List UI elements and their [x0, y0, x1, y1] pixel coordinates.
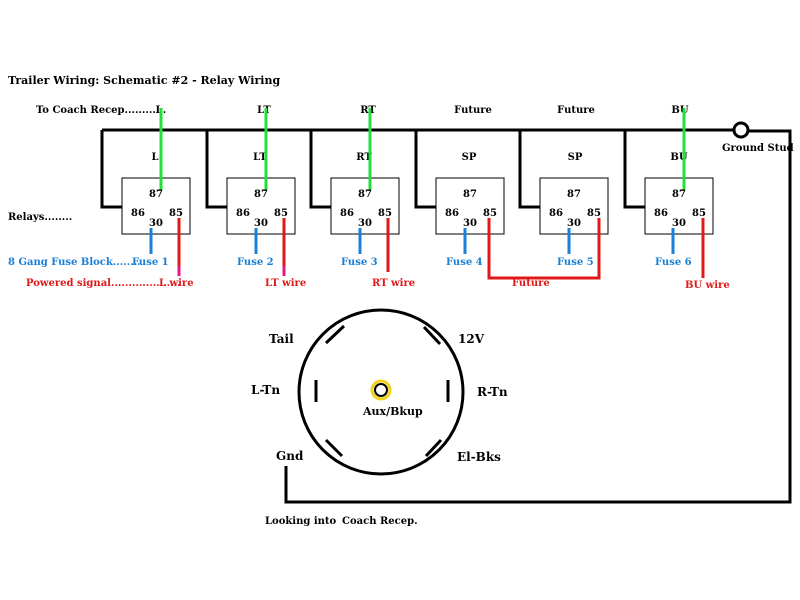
relay-4-ground-wire	[414, 130, 436, 209]
relay-2-name: LT	[253, 152, 267, 163]
label-r-turn: R-Tn	[477, 385, 508, 399]
relay-6-top-label: BU	[671, 105, 688, 116]
relay-6-fuse-label: Fuse 6	[655, 257, 692, 268]
relay-6-ground-wire	[623, 130, 645, 209]
label-ground: Gnd	[276, 449, 304, 463]
relay-5: Future SP 87 86 85 30 Fuse 5	[518, 105, 609, 268]
label-12v: 12V	[458, 332, 485, 346]
pin-tail	[324, 324, 346, 345]
relay-1-fuse-label: Fuse 1	[132, 257, 169, 268]
powered-signal-label: Powered signal....................	[26, 278, 181, 289]
relay-6-name: BU	[670, 152, 687, 163]
ground-return-wire	[284, 129, 792, 504]
relay-2-wire-label: LT wire	[265, 278, 306, 289]
relay-1-top-label: L	[155, 105, 162, 116]
ground-stud-label: Ground Stud	[722, 143, 794, 154]
relay-6-pin-85: 85	[692, 208, 706, 219]
label-tail: Tail	[269, 332, 294, 346]
relay-6-pin-86: 86	[654, 208, 668, 219]
relay-4-top-label: Future	[454, 105, 492, 116]
schematic-title: Trailer Wiring: Schematic #2 - Relay Wir…	[8, 74, 280, 87]
relay-4-box	[435, 177, 505, 235]
relay-5-pin-85: 85	[587, 208, 601, 219]
relay-3-wire-label: RT wire	[372, 278, 415, 289]
relay-2-fuse-label: Fuse 2	[237, 257, 274, 268]
relay-1: L L 87 86 85 30 Fuse 1 L wire	[100, 105, 194, 289]
relay-5-pin-30: 30	[567, 218, 581, 229]
label-l-turn: L-Tn	[251, 383, 280, 397]
relay-6-wire-label: BU wire	[685, 280, 730, 291]
relay-4-fuse-label: Fuse 4	[446, 257, 483, 268]
pin-ground	[324, 438, 344, 458]
pin-aux	[374, 383, 388, 397]
relay-2-top-label: LT	[257, 105, 271, 116]
relay-2-pin-85: 85	[274, 208, 288, 219]
relay-1-name: L	[151, 152, 158, 163]
relay-4: Future SP 87 86 85 30 Fuse 4	[414, 105, 505, 268]
relay-4-pin-30: 30	[463, 218, 477, 229]
relay-3-pin-30: 30	[358, 218, 372, 229]
relay-5-name: SP	[568, 152, 583, 163]
label-aux-backup: Aux/Bkup	[362, 405, 423, 418]
relay-3-pin-85: 85	[378, 208, 392, 219]
relay-1-pin-86: 86	[131, 208, 145, 219]
to-coach-label: To Coach Recep............	[36, 105, 166, 116]
relay-3-pin-86: 86	[340, 208, 354, 219]
relay-6: BU BU 87 86 85 30 Fuse 6 BU wire	[623, 105, 730, 291]
relay-4-pin-87: 87	[463, 189, 477, 200]
relay-2-pin-30: 30	[254, 218, 268, 229]
future-wire-label: Future	[512, 278, 550, 289]
relay-4-pin-86: 86	[445, 208, 459, 219]
relay-3: RT RT 87 86 85 30 Fuse 3 RT wire	[309, 105, 415, 289]
label-electric-brakes: El-Bks	[457, 450, 501, 464]
relay-4-pin-85: 85	[483, 208, 497, 219]
relays-label: Relays........	[8, 212, 72, 223]
relay-6-pin-87: 87	[672, 189, 686, 200]
future-power-wire	[487, 218, 601, 280]
relay-2: LT LT 87 86 85 30 Fuse 2 LT wire	[205, 105, 306, 289]
relay-5-ground-wire	[518, 130, 540, 209]
relay-3-ground-wire	[309, 130, 331, 209]
relay-3-top-label: RT	[360, 105, 376, 116]
ground-stud	[732, 121, 750, 139]
relay-1-pin-30: 30	[149, 218, 163, 229]
relay-5-top-label: Future	[557, 105, 595, 116]
label-looking-into: Looking into	[265, 516, 337, 527]
relay-3-name: RT	[356, 152, 372, 163]
pin-electric-brakes	[424, 438, 443, 458]
relay-1-pin-85: 85	[169, 208, 183, 219]
label-coach-recep: Coach Recep.	[342, 516, 418, 527]
trailer-connector: Tail 12V L-Tn R-Tn Aux/Bkup Gnd El-Bks L…	[251, 308, 508, 527]
relay-3-pin-87: 87	[358, 189, 372, 200]
relay-1-wire-label: L wire	[159, 278, 194, 289]
relay-6-pin-30: 30	[672, 218, 686, 229]
relay-2-pin-87: 87	[254, 189, 268, 200]
relay-5-box	[539, 177, 609, 235]
relay-5-pin-87: 87	[567, 189, 581, 200]
relay-2-ground-wire	[205, 130, 227, 209]
relay-3-fuse-label: Fuse 3	[341, 257, 378, 268]
relay-5-fuse-label: Fuse 5	[557, 257, 594, 268]
relay-2-pin-86: 86	[236, 208, 250, 219]
relay-1-pin-87: 87	[149, 189, 163, 200]
relay-4-name: SP	[462, 152, 477, 163]
fuse-block-label: 8 Gang Fuse Block........	[8, 257, 141, 268]
relay-1-ground-wire	[100, 130, 122, 209]
pin-12v	[422, 325, 442, 346]
relay-5-pin-86: 86	[549, 208, 563, 219]
